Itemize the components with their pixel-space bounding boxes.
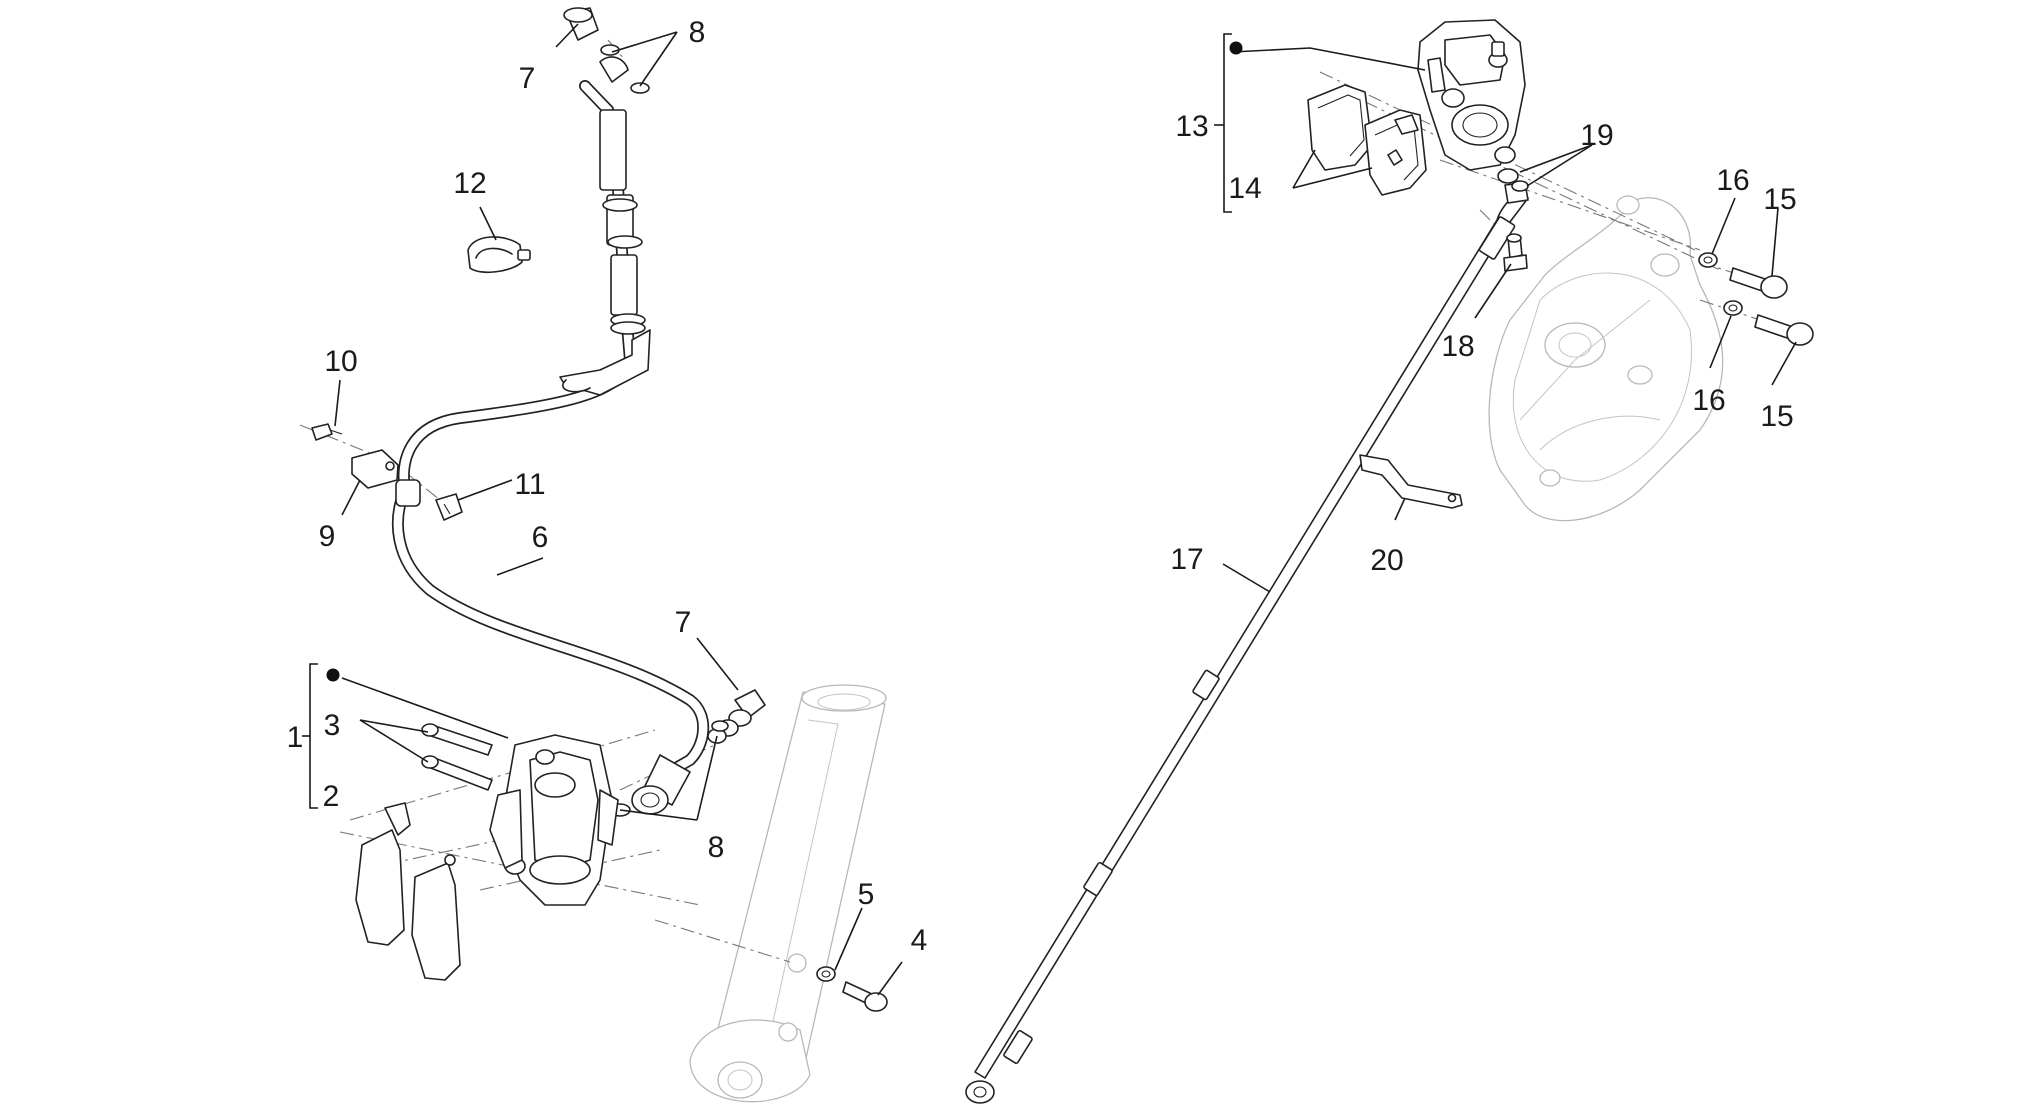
- callout-16-top: 16: [1716, 164, 1749, 197]
- bullet-marker-front: [326, 668, 340, 682]
- caliper-bolts: [421, 723, 493, 791]
- callout-17: 17: [1170, 543, 1203, 576]
- rear-caliper-bolts: [1698, 252, 1814, 346]
- banjo-bolt-top: [563, 7, 650, 94]
- callout-13: 13: [1175, 110, 1208, 143]
- brake-line-bracket: [1359, 454, 1463, 509]
- callout-labels: 7 8 12 10 11 9 6 7 3 1 2 8 5 4 13 14 19 …: [287, 16, 1797, 957]
- callout-18: 18: [1441, 330, 1474, 363]
- callout-8-lower: 8: [708, 831, 725, 864]
- callout-10: 10: [324, 345, 357, 378]
- callout-14: 14: [1228, 172, 1261, 205]
- callout-20: 20: [1370, 544, 1403, 577]
- rear-brake-pads: [1307, 84, 1427, 196]
- bullet-marker-rear: [1229, 41, 1243, 55]
- callout-11: 11: [514, 468, 545, 501]
- callout-3: 3: [324, 709, 341, 742]
- callout-9: 9: [319, 520, 336, 553]
- bleed-screw: [1503, 233, 1528, 272]
- front-brake-pads: [355, 802, 461, 981]
- callout-19: 19: [1580, 119, 1613, 152]
- leader-lines: [302, 23, 1797, 996]
- callout-12: 12: [453, 167, 486, 200]
- rear-brake-line: [965, 189, 1529, 1104]
- callout-6: 6: [532, 521, 549, 554]
- rear-banjo-washers: [1497, 168, 1529, 204]
- callout-8-top: 8: [689, 16, 706, 49]
- callout-7-lower: 7: [675, 606, 692, 639]
- screw-and-bracket: [311, 423, 399, 489]
- lower-bolt-and-washer: [816, 966, 888, 1012]
- rear-brake-caliper: [1417, 19, 1526, 171]
- engine-side-cover: [1488, 195, 1724, 522]
- callout-7-top: 7: [519, 62, 536, 95]
- fork-leg: [689, 684, 887, 1103]
- hose-clip: [435, 493, 463, 521]
- callout-1: 1: [287, 721, 304, 754]
- callout-16-lower: 16: [1692, 384, 1725, 417]
- callout-15-lower: 15: [1760, 400, 1793, 433]
- hose-clamp: [467, 236, 531, 274]
- brake-hose: [391, 80, 710, 815]
- callout-2: 2: [323, 780, 340, 813]
- front-brake-caliper: [489, 734, 619, 906]
- callout-4: 4: [911, 924, 928, 957]
- callout-15-top: 15: [1763, 183, 1796, 216]
- callout-5: 5: [858, 878, 875, 911]
